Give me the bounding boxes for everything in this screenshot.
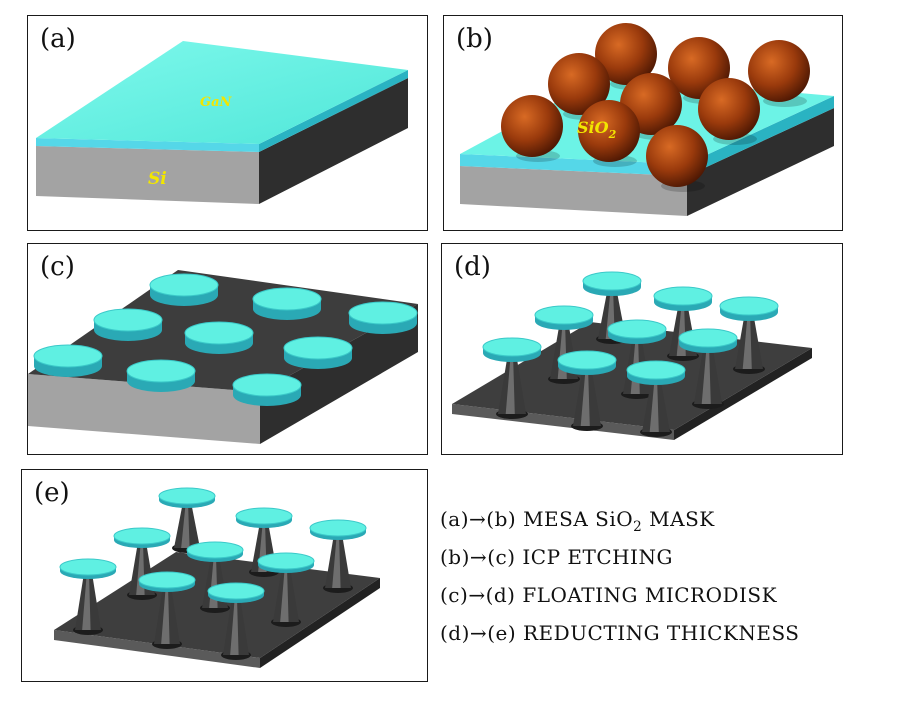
gan-microdisk — [59, 558, 117, 576]
si-substrate-front — [36, 146, 259, 204]
sio2-sphere — [548, 53, 610, 115]
base-side — [260, 304, 418, 444]
step-row: (c)→(d) FLOATING MICRODISK — [440, 583, 778, 607]
panel-e: (e) — [21, 469, 428, 682]
panel-b-diagram: SiO2 — [460, 23, 834, 216]
panel-b-label: (b) — [456, 24, 493, 54]
pillar-highlight — [230, 597, 239, 655]
gan-microdisk — [184, 321, 254, 345]
base-front — [54, 630, 260, 668]
si-substrate-side — [259, 78, 408, 204]
panel-c-label: (c) — [40, 252, 75, 282]
panel-c: (c) — [27, 243, 428, 455]
gan-microdisk — [33, 344, 103, 368]
gan-microdisk — [207, 582, 265, 600]
pillar-highlight — [161, 586, 170, 644]
gan-layer-top — [36, 41, 408, 144]
gan-microdisk — [186, 541, 244, 559]
sio2-sphere — [698, 78, 760, 140]
gan-microdisk — [534, 305, 594, 325]
gan-microdisk — [257, 552, 315, 570]
sio2-sphere — [595, 23, 657, 85]
pillar-highlight — [332, 534, 341, 588]
base-side — [674, 348, 812, 440]
sio2-sphere — [501, 95, 563, 157]
panel-b: SiO2 (b) — [443, 15, 843, 231]
panel-e-label: (e) — [34, 478, 70, 508]
gan-microdisk — [126, 359, 196, 383]
gan-microdisk — [719, 296, 779, 316]
gan-microdisk — [235, 507, 293, 525]
pillar-highlight — [82, 573, 91, 630]
gan-microdisk — [678, 328, 738, 348]
panel-d-label: (d) — [454, 252, 491, 282]
gan-microdisk — [252, 287, 322, 311]
gan-microdisk — [158, 487, 216, 505]
sio2-label: SiO2 — [577, 118, 617, 141]
panel-a-label: (a) — [40, 24, 76, 54]
base-front — [28, 374, 260, 444]
gan-microdisk — [582, 271, 642, 291]
step-row: (a)→(b) MESA SiO2 MASK — [440, 507, 715, 535]
panel-d-diagram — [452, 271, 812, 440]
gan-microdisk — [309, 519, 367, 537]
pillar-highlight — [280, 567, 289, 622]
si-label: Si — [148, 169, 167, 189]
gan-microdisk — [348, 301, 418, 325]
gan-microdisk — [482, 337, 542, 357]
gan-microdisk — [149, 273, 219, 297]
gan-layer-front — [36, 138, 259, 152]
gan-layer-side — [687, 96, 834, 176]
pillar-highlight — [742, 312, 752, 369]
gan-layer-front — [460, 154, 687, 176]
gan-microdisk — [93, 308, 163, 332]
pillar-highlight — [580, 366, 590, 426]
gan-microdisk — [113, 527, 171, 545]
panel-c-diagram — [28, 270, 418, 444]
gan-microdisk — [653, 286, 713, 306]
gan-microdisk — [557, 350, 617, 370]
step-row: (d)→(e) REDUCTING THICKNESS — [440, 621, 800, 645]
sio2-sphere — [646, 125, 708, 187]
step-row: (b)→(c) ICP ETCHING — [440, 545, 673, 569]
process-steps-legend: (a)→(b) MESA SiO2 MASK (b)→(c) ICP ETCHI… — [440, 500, 800, 652]
gan-microdisk — [138, 571, 196, 589]
panel-d: (d) — [441, 243, 843, 455]
base-side — [260, 578, 380, 668]
si-substrate-side — [687, 108, 834, 216]
gan-label: GaN — [200, 95, 233, 110]
gan-microdisk — [283, 336, 353, 360]
gan-layer-side — [259, 70, 408, 152]
pillar-highlight — [701, 344, 711, 404]
pillar-highlight — [649, 376, 659, 432]
pillar-highlight — [181, 502, 190, 548]
gan-microdisk — [607, 319, 667, 339]
sio2-sphere — [578, 100, 640, 162]
panel-e-diagram — [54, 487, 380, 668]
gan-microdisk — [626, 360, 686, 380]
panel-a-diagram: GaN Si — [36, 41, 408, 204]
panel-a: GaN Si (a) — [27, 15, 428, 231]
gan-microdisk — [232, 373, 302, 397]
pillar-highlight — [505, 353, 515, 414]
si-substrate-front — [460, 166, 687, 216]
sio2-sphere — [748, 40, 810, 102]
